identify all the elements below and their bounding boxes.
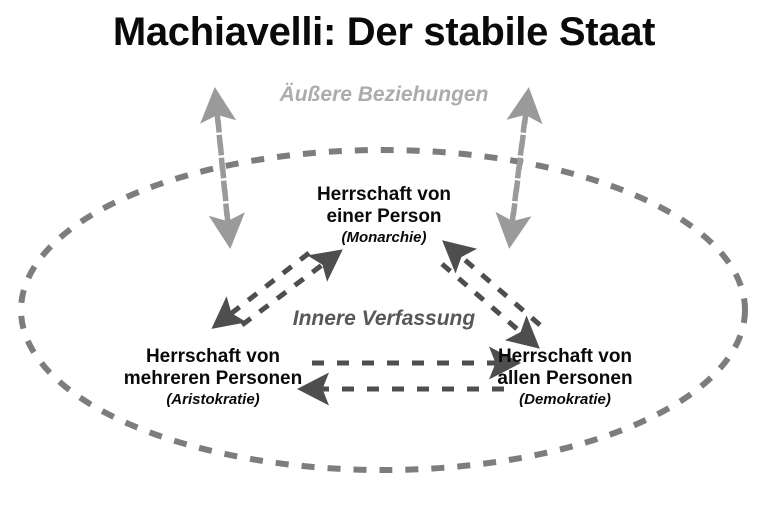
arrow-democracy-to-monarchy	[442, 240, 542, 327]
node-monarchy-line2: einer Person	[326, 206, 442, 227]
inner-constitution-label: Innere Verfassung	[292, 307, 476, 330]
node-democracy-line2: allen Personen	[497, 368, 633, 389]
node-aristocracy-line2: mehreren Personen	[123, 368, 303, 389]
page-title: Machiavelli: Der stabile Staat	[112, 10, 656, 54]
arrow-monarchy-to-democracy	[440, 262, 540, 349]
node-aristocracy-line1: Herrschaft von	[145, 346, 281, 367]
arrow-monarchy-to-aristocracy	[211, 251, 311, 329]
external-relation-arrow-left	[200, 87, 245, 249]
node-democracy-subtitle: (Demokratie)	[519, 391, 611, 408]
external-relation-arrow-right	[495, 87, 543, 249]
node-monarchy-subtitle: (Monarchie)	[341, 229, 427, 246]
node-aristocracy: Herrschaft von mehreren Personen (Aristo…	[68, 346, 358, 408]
node-aristocracy-subtitle: (Aristokratie)	[166, 391, 260, 408]
node-monarchy-line1: Herrschaft von	[316, 184, 452, 205]
arrow-aristocracy-to-monarchy	[240, 249, 343, 327]
node-monarchy: Herrschaft von einer Person (Monarchie)	[254, 184, 514, 246]
state-boundary-ellipse	[18, 147, 748, 473]
node-democracy: Herrschaft von allen Personen (Demokrati…	[420, 346, 710, 408]
outer-relations-label: Äußere Beziehungen	[279, 83, 489, 106]
node-democracy-line1: Herrschaft von	[497, 346, 633, 367]
